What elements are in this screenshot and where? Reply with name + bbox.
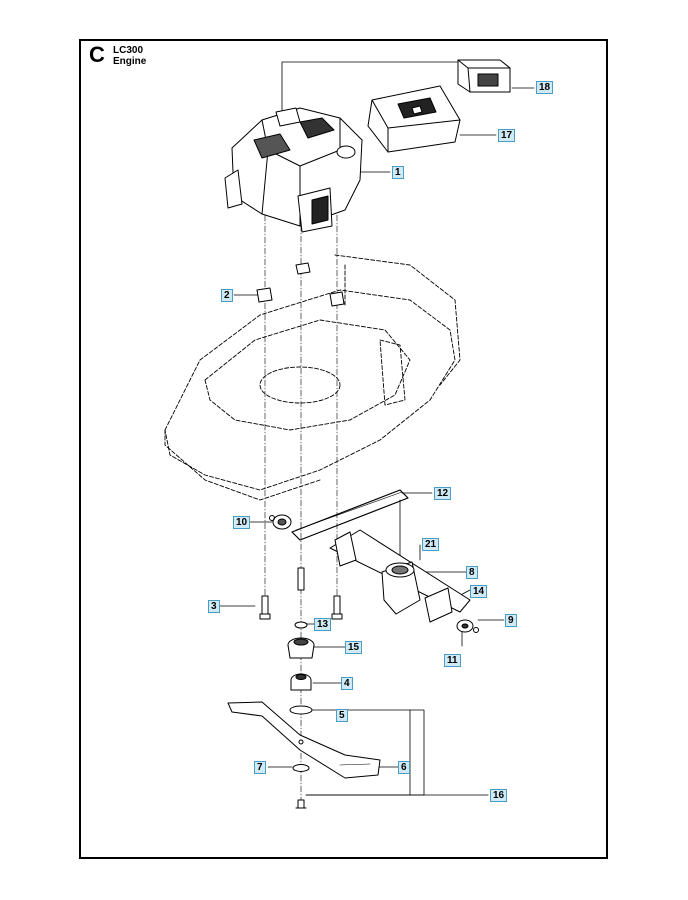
section-letter: C xyxy=(89,42,105,67)
bolt-parts xyxy=(259,567,343,620)
group-name: Engine xyxy=(113,56,147,67)
blade-hub-parts xyxy=(287,621,315,715)
callout-16: 16 xyxy=(490,789,508,802)
callout-11: 11 xyxy=(444,654,461,667)
spacer-parts xyxy=(256,262,345,307)
pulley-part xyxy=(269,514,292,530)
callout-14: 14 xyxy=(470,585,488,598)
callout-21: 21 xyxy=(422,538,440,551)
gearbox-part xyxy=(329,529,479,633)
model-name: LC300 xyxy=(113,45,144,56)
deck-part xyxy=(164,254,461,501)
callout-9: 9 xyxy=(505,614,517,627)
engine-part xyxy=(224,107,363,233)
callout-10: 10 xyxy=(233,516,251,529)
charger-part xyxy=(367,85,461,153)
blade-part xyxy=(227,701,381,779)
belt-part xyxy=(291,489,409,541)
callout-2: 2 xyxy=(221,289,233,302)
battery-part xyxy=(457,59,511,93)
callout-17: 17 xyxy=(498,129,516,142)
callout-4: 4 xyxy=(341,677,353,690)
callout-6: 6 xyxy=(398,761,410,774)
callout-5: 5 xyxy=(336,709,348,722)
assembly-axes xyxy=(264,214,338,801)
callout-12: 12 xyxy=(434,487,452,500)
blade-bolt-parts xyxy=(292,764,310,809)
leader-lines xyxy=(219,61,535,796)
callout-1: 1 xyxy=(392,166,404,179)
callout-15: 15 xyxy=(345,641,363,654)
callout-18: 18 xyxy=(536,81,554,94)
callout-13: 13 xyxy=(314,618,332,631)
callout-3: 3 xyxy=(208,600,220,613)
callout-7: 7 xyxy=(254,761,266,774)
callout-8: 8 xyxy=(466,566,478,579)
